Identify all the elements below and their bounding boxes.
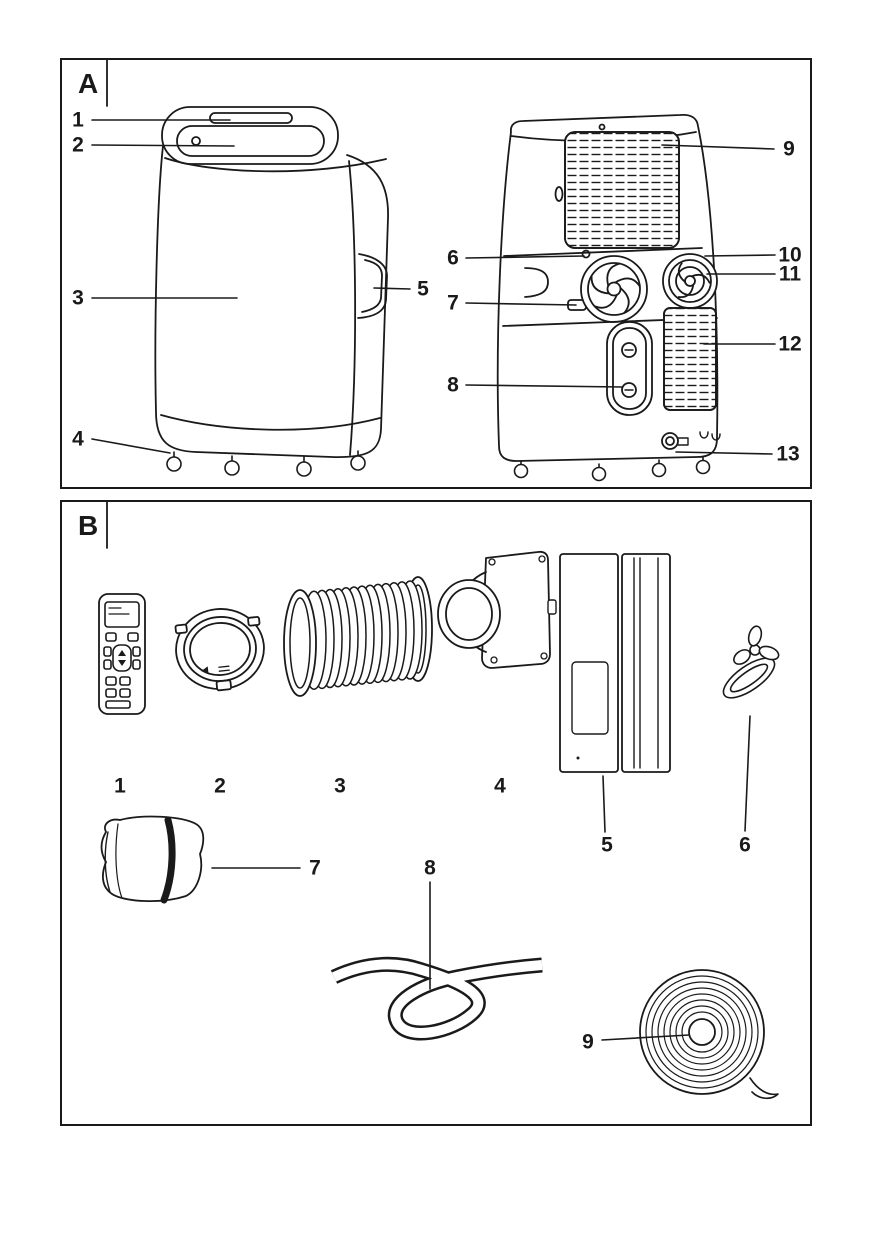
panel-b-label: B [78, 510, 99, 541]
carry-slot [209, 112, 293, 124]
leader-lines-b [211, 715, 751, 1041]
right-fan [662, 253, 718, 309]
callout-a-9: 9 [783, 137, 795, 161]
callout-a-5: 5 [417, 277, 429, 301]
callout-a-4: 4 [72, 427, 84, 451]
top-panel-rim [161, 106, 339, 165]
panel-b-drawing [98, 502, 780, 1100]
panel-a-label: A [78, 68, 99, 99]
callout-b-1: 1 [114, 774, 126, 798]
rear-grille-bottom [663, 307, 717, 411]
callout-a-2: 2 [72, 133, 84, 157]
callout-a-1: 1 [72, 108, 84, 132]
panel-b: B [60, 500, 812, 1126]
front-view-illustration [154, 106, 389, 477]
panel-a-drawing [91, 60, 776, 482]
window-adapter-illustration [437, 550, 557, 669]
shoulder-curve [164, 157, 387, 173]
drain-fitting-illustration [722, 625, 780, 699]
callout-b-2: 2 [214, 774, 226, 798]
control-panel-recess [176, 125, 325, 157]
casters-back [513, 456, 711, 482]
callout-a-13: 13 [776, 442, 800, 466]
callout-a-7: 7 [447, 291, 459, 315]
window-slider-illustration [559, 553, 671, 773]
cord-hooks [699, 431, 721, 441]
callout-b-5: 5 [601, 833, 613, 857]
bottom-seam [160, 414, 381, 431]
callout-a-8: 8 [447, 373, 459, 397]
callout-a-12: 12 [778, 332, 802, 356]
callout-b-6: 6 [739, 833, 751, 857]
exhaust-hose-illustration [283, 576, 433, 697]
rear-view-illustration [496, 113, 721, 482]
callout-b-3: 3 [334, 774, 346, 798]
callout-a-3: 3 [72, 286, 84, 310]
cover-bag-illustration [100, 815, 205, 904]
latch-screw [581, 249, 591, 259]
remote-control-illustration [98, 593, 146, 715]
panel-a: A [60, 58, 812, 489]
front-right-seam [348, 160, 357, 456]
side-latch [554, 186, 564, 202]
rear-grille-top [564, 131, 680, 249]
callout-b-7: 7 [309, 856, 321, 880]
left-fan [580, 255, 648, 323]
leader-lines-a [91, 119, 776, 455]
drain-panel [606, 321, 653, 416]
drain-outlet [661, 432, 689, 450]
casters-front [166, 450, 366, 477]
callout-a-10: 10 [778, 243, 802, 267]
tape-roll-illustration [639, 969, 779, 1100]
callout-b-4: 4 [494, 774, 506, 798]
lid-screw [598, 123, 606, 131]
front-body [154, 145, 389, 458]
callout-a-11: 11 [778, 262, 802, 286]
hose-connector-illustration [174, 608, 265, 692]
callout-b-8: 8 [424, 856, 436, 880]
callout-a-6: 6 [447, 246, 459, 270]
upper-divider [503, 247, 703, 257]
rear-handle [524, 267, 549, 298]
foam-strip-illustration [330, 956, 543, 1041]
callout-b-9: 9 [582, 1030, 594, 1054]
